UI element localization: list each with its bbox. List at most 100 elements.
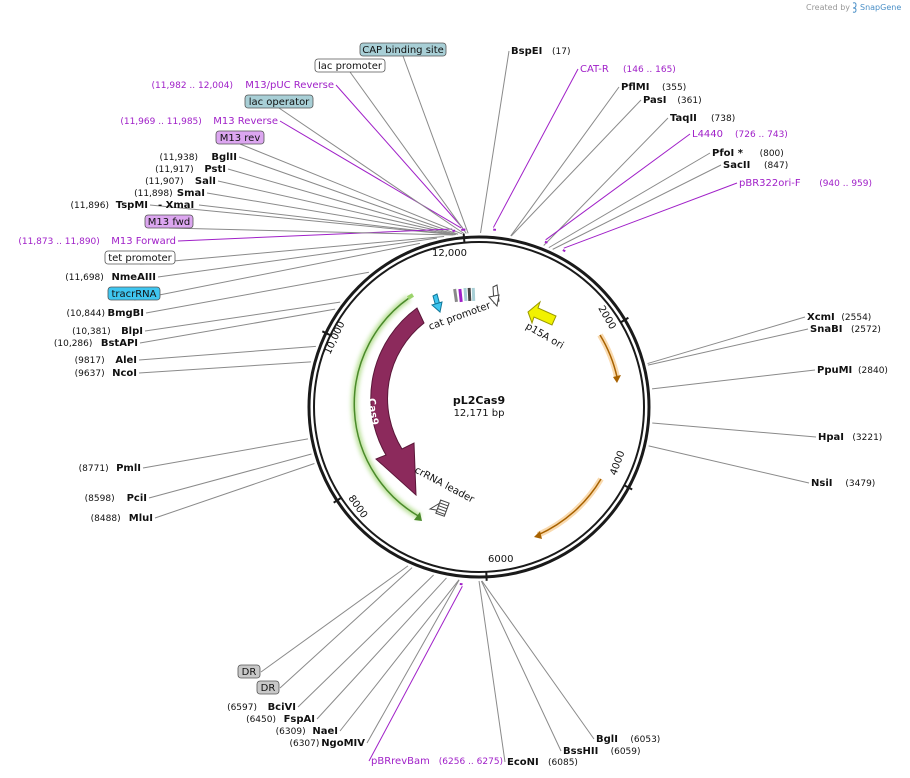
cas9-arrow[interactable] xyxy=(370,307,425,497)
enzyme-site-fspai[interactable]: FspAI(6450) xyxy=(246,714,315,725)
crrna-leader-label: crRNA leader xyxy=(413,465,477,506)
enzyme-site-nmeaiii[interactable]: NmeAIII(11,698) xyxy=(65,272,156,283)
feature-dr-2[interactable]: DR xyxy=(256,680,280,695)
enzyme-site-pflmi[interactable]: PflMI(355) xyxy=(621,82,686,93)
enzyme-site-ppumi[interactable]: PpuMI(2840) xyxy=(817,365,888,376)
enzyme-site-nsii[interactable]: NsiI(3479) xyxy=(811,478,875,489)
enzyme-position: (8488) xyxy=(91,514,121,524)
enzyme-site-xmai[interactable]: - XmaI xyxy=(158,200,194,211)
primer-pbrrevbam[interactable]: pBRrevBam(6256 .. 6275) xyxy=(371,582,503,767)
enzyme-site-bgli[interactable]: BglI(6053) xyxy=(596,734,660,745)
feature-lac-promoter[interactable]: lac promoter xyxy=(314,58,386,73)
feature-box xyxy=(314,58,386,73)
enzyme-site-bmgbi[interactable]: BmgBI(10,844) xyxy=(66,308,144,319)
enzyme-site-taqii[interactable]: TaqII(738) xyxy=(670,113,735,124)
enzyme-site-hpai[interactable]: HpaI(3221) xyxy=(818,432,882,443)
feature-dr-1[interactable]: DR xyxy=(237,664,261,679)
backbone-outer-ring xyxy=(307,235,651,579)
enzyme-site-bglii[interactable]: BglII(11,938) xyxy=(159,152,237,163)
connector-line-bsshii-12 xyxy=(480,580,562,752)
enzyme-site-pcii[interactable]: PciI(8598) xyxy=(85,493,147,504)
cas9-label: Cas9 xyxy=(365,398,380,426)
connector-line-fspai-16 xyxy=(316,577,447,720)
enzyme-site-pfoi[interactable]: PfoI *(800) xyxy=(712,148,784,159)
enzyme-site-bspei[interactable]: BspEI(17) xyxy=(511,46,570,57)
enzyme-site-bcivi[interactable]: BciVI (6597) xyxy=(227,702,296,713)
enzyme-site-econi[interactable]: EcoNI (6085) xyxy=(507,757,578,768)
enzyme-name: BmgBI xyxy=(107,308,144,319)
primer-name: M13 Forward xyxy=(111,236,176,247)
enzyme-name: NsiI xyxy=(811,478,832,489)
enzyme-site-psti[interactable]: PstI(11,917) xyxy=(155,164,226,175)
enzyme-name: NgoMIV xyxy=(321,738,365,749)
enzyme-site-naei[interactable]: NaeI(6309) xyxy=(276,726,338,737)
primer-m13-forward[interactable]: M13 Forward(11,873 .. 11,890) xyxy=(18,229,456,247)
enzyme-site-snabi[interactable]: SnaBI(2572) xyxy=(810,324,881,335)
feature-cap-binding-site[interactable]: CAP binding site xyxy=(359,42,447,57)
feature-label: DR xyxy=(261,683,276,694)
enzyme-site-blpi[interactable]: BlpI(10,381) xyxy=(72,326,143,337)
enzyme-name: SacII xyxy=(723,160,750,171)
primer-range: (146 .. 165) xyxy=(623,65,676,75)
p15a-ori-arrow[interactable] xyxy=(527,300,557,326)
enzyme-name: EcoNI xyxy=(507,757,539,768)
connector-line-bspei-0 xyxy=(480,50,510,234)
feature-m13-rev[interactable]: M13 rev xyxy=(215,130,265,145)
snapgene-logo-icon xyxy=(852,2,857,13)
enzyme-site-sali[interactable]: SalI(11,907) xyxy=(145,176,216,187)
enzyme-site-ncoi[interactable]: NcoI(9637) xyxy=(75,368,137,379)
enzyme-site-mlui[interactable]: MluI(8488) xyxy=(91,513,153,524)
enzyme-name: BciVI xyxy=(268,702,296,713)
primer-pbr322ori-f[interactable]: pBR322ori-F(940 .. 959) xyxy=(562,178,872,253)
feature-tet-promoter[interactable]: tet promoter xyxy=(104,250,176,265)
enzyme-site-ngomiv[interactable]: NgoMIV(6307) xyxy=(289,738,365,749)
enzyme-site-bstapi[interactable]: BstAPI(10,286) xyxy=(54,338,138,349)
promoter-hollow-arrowhead xyxy=(488,294,500,308)
enzyme-position: (10,844) xyxy=(66,309,105,319)
enzyme-name: PpuMI xyxy=(817,365,852,376)
enzyme-site-tspmi[interactable]: TspMI(11,896) xyxy=(70,200,148,211)
enzyme-site-bsshii[interactable]: BssHII(6059) xyxy=(563,746,641,757)
enzyme-site-pasi[interactable]: PasI(361) xyxy=(643,95,702,106)
enzyme-site-smai[interactable]: SmaI(11,898) xyxy=(134,188,205,199)
primer-l4440[interactable]: L4440(726 .. 743) xyxy=(544,129,788,244)
plasmid-name: pL2Cas9 xyxy=(453,394,505,407)
enzyme-position: (6053) xyxy=(630,735,660,745)
primer-binding-mark xyxy=(562,249,566,253)
enzyme-position: (6597) xyxy=(227,703,257,713)
feature-m13-fwd[interactable]: M13 fwd xyxy=(144,214,194,229)
enzyme-position: (6309) xyxy=(276,727,306,737)
feature-sliver-purple xyxy=(458,288,463,303)
enzyme-name: PciI xyxy=(127,493,147,504)
enzyme-site-alei[interactable]: AleI(9817) xyxy=(75,355,137,366)
backbone-inner-ring xyxy=(313,241,645,573)
enzyme-name: HpaI xyxy=(818,432,844,443)
feature-sliver-blue-2 xyxy=(471,287,476,302)
enzyme-position: (11,896) xyxy=(70,201,109,211)
enzyme-name: XcmI xyxy=(807,312,835,323)
cas9-outline-arrowhead xyxy=(414,512,422,521)
primer-range: (940 .. 959) xyxy=(819,179,872,189)
primer-binding-mark xyxy=(544,240,548,244)
feature-sliver-dark xyxy=(467,287,472,302)
enzyme-position: (6085) xyxy=(548,758,578,768)
tick-mark-12-000 xyxy=(462,233,466,243)
enzyme-site-pmli[interactable]: PmlI(8771) xyxy=(79,463,141,474)
enzyme-name: TaqII xyxy=(670,113,697,124)
cds-arc-1-arrowhead xyxy=(613,375,621,383)
enzyme-position: (800) xyxy=(760,149,784,159)
primer-range: (11,982 .. 12,004) xyxy=(152,81,233,91)
cds-arc-1 xyxy=(599,334,618,378)
enzyme-site-sacii[interactable]: SacII(847) xyxy=(723,160,788,171)
connector-line-feat-8 xyxy=(279,567,413,689)
primer-cat-r[interactable]: CAT-R(146 .. 165) xyxy=(493,64,676,231)
feature-tracrrna[interactable]: tracrRNA xyxy=(107,286,161,301)
primer-m13-puc-reverse[interactable]: M13/pUC Reverse (11,982 .. 12,004) xyxy=(152,80,466,231)
feature-lac-operator[interactable]: lac operator xyxy=(244,94,314,109)
connector-line-ppumi-8 xyxy=(651,369,816,390)
p15a-ori-label: p15A ori xyxy=(524,321,566,352)
enzyme-site-xcmi[interactable]: XcmI(2554) xyxy=(807,312,871,323)
enzyme-position: (2572) xyxy=(851,325,881,335)
primer-name: M13/pUC Reverse xyxy=(245,80,334,91)
connector-line-bglii-32 xyxy=(238,156,459,235)
